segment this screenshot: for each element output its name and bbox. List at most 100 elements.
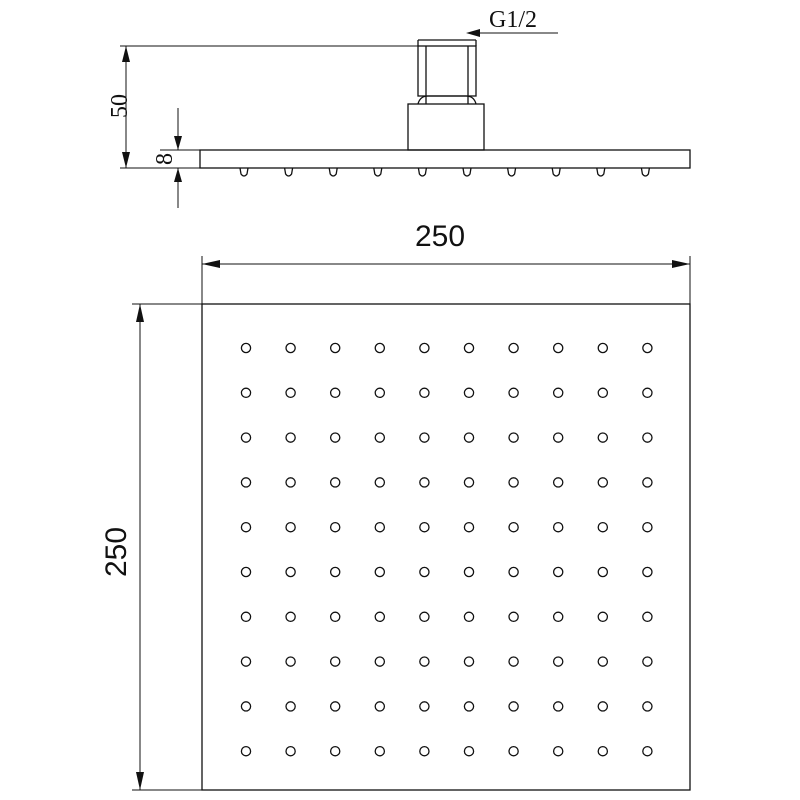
spray-hole: [285, 387, 296, 399]
spray-hole: [597, 521, 609, 533]
spray-hole: [374, 745, 386, 757]
nozzle: [640, 167, 651, 177]
spray-hole: [642, 387, 653, 399]
spray-hole: [597, 745, 609, 757]
nozzle: [462, 167, 472, 177]
spray-hole: [597, 656, 609, 667]
spray-hole: [508, 701, 519, 712]
spray-hole: [285, 656, 296, 667]
spray-hole: [329, 521, 341, 533]
width-arrow-right: [672, 260, 690, 268]
spray-hole: [329, 387, 341, 399]
spray-hole: [374, 342, 386, 354]
height-arrow-bottom: [122, 152, 130, 168]
spray-hole: [240, 701, 252, 712]
spray-hole: [463, 745, 475, 757]
spray-hole: [508, 745, 519, 757]
spray-hole: [374, 432, 386, 443]
spray-hole: [240, 477, 252, 488]
spray-hole: [508, 611, 519, 623]
nozzle: [283, 167, 294, 177]
thread-leader-arrow: [466, 29, 480, 37]
thickness-arrow-top: [174, 136, 182, 150]
spray-hole: [552, 745, 564, 757]
spray-hole: [329, 566, 341, 578]
spray-hole: [285, 701, 296, 712]
spray-hole: [419, 387, 430, 399]
spray-hole: [419, 521, 430, 533]
spray-hole: [552, 566, 564, 578]
spray-hole: [240, 342, 252, 354]
spray-hole: [642, 656, 653, 667]
spray-hole: [463, 342, 475, 354]
spray-hole: [597, 701, 609, 712]
spray-hole: [374, 656, 386, 667]
spray-hole: [240, 656, 252, 667]
spray-hole: [597, 477, 609, 488]
spray-hole: [240, 745, 252, 757]
spray-hole: [642, 521, 653, 533]
nozzle: [506, 167, 517, 177]
threaded-inlet: [417, 45, 477, 97]
spray-hole: [374, 701, 386, 712]
spray-hole: [463, 701, 475, 712]
spray-hole: [597, 566, 609, 578]
spray-hole: [240, 521, 252, 533]
spray-hole: [329, 342, 341, 354]
nozzle-row: [239, 167, 651, 177]
spray-hole: [508, 387, 519, 399]
spray-hole: [419, 477, 430, 488]
width-dimension-label: 250: [415, 220, 465, 253]
spray-hole: [552, 477, 564, 488]
spray-hole: [463, 521, 475, 533]
spray-hole: [552, 387, 564, 399]
spray-hole: [508, 477, 519, 488]
spray-hole: [419, 611, 430, 623]
spray-hole: [552, 342, 564, 354]
spray-hole: [329, 656, 341, 667]
spray-hole: [419, 566, 430, 578]
side-plate: [199, 149, 691, 169]
spray-hole: [374, 521, 386, 533]
thickness-dimension-label: 8: [152, 153, 178, 165]
side-view: 50 8 G1/2: [107, 7, 691, 208]
top-height-dimension-label: 250: [100, 527, 133, 577]
spray-hole: [463, 387, 475, 399]
spray-hole: [285, 477, 296, 488]
spray-hole: [374, 477, 386, 488]
spray-hole: [285, 342, 296, 354]
spray-hole: [552, 611, 564, 623]
nozzle: [373, 167, 383, 177]
spray-hole-grid: [240, 342, 653, 757]
spray-hole: [597, 611, 609, 623]
spray-hole: [642, 745, 653, 757]
spray-hole: [642, 342, 653, 354]
spray-hole: [597, 387, 609, 399]
thickness-arrow-bottom: [174, 168, 182, 182]
spray-hole: [508, 656, 519, 667]
spray-hole: [552, 656, 564, 667]
spray-hole: [419, 342, 430, 354]
top-view: 250 250: [100, 220, 691, 791]
top-height-arrow-top: [136, 304, 144, 322]
spray-hole: [374, 566, 386, 578]
spray-hole: [642, 566, 653, 578]
nozzle: [596, 167, 606, 177]
spray-hole: [374, 387, 386, 399]
spray-hole: [240, 432, 252, 443]
spray-hole: [419, 701, 430, 712]
spray-hole: [374, 611, 386, 623]
spray-hole: [240, 566, 252, 578]
spray-hole: [552, 521, 564, 533]
spray-hole: [285, 521, 296, 533]
spray-hole: [240, 611, 252, 623]
spray-hole: [419, 745, 430, 757]
spray-hole: [329, 477, 341, 488]
spray-hole: [419, 656, 430, 667]
spray-hole: [329, 611, 341, 623]
spray-hole: [285, 432, 296, 443]
spray-hole: [508, 566, 519, 578]
spray-hole: [463, 611, 475, 623]
nozzle: [239, 167, 249, 177]
